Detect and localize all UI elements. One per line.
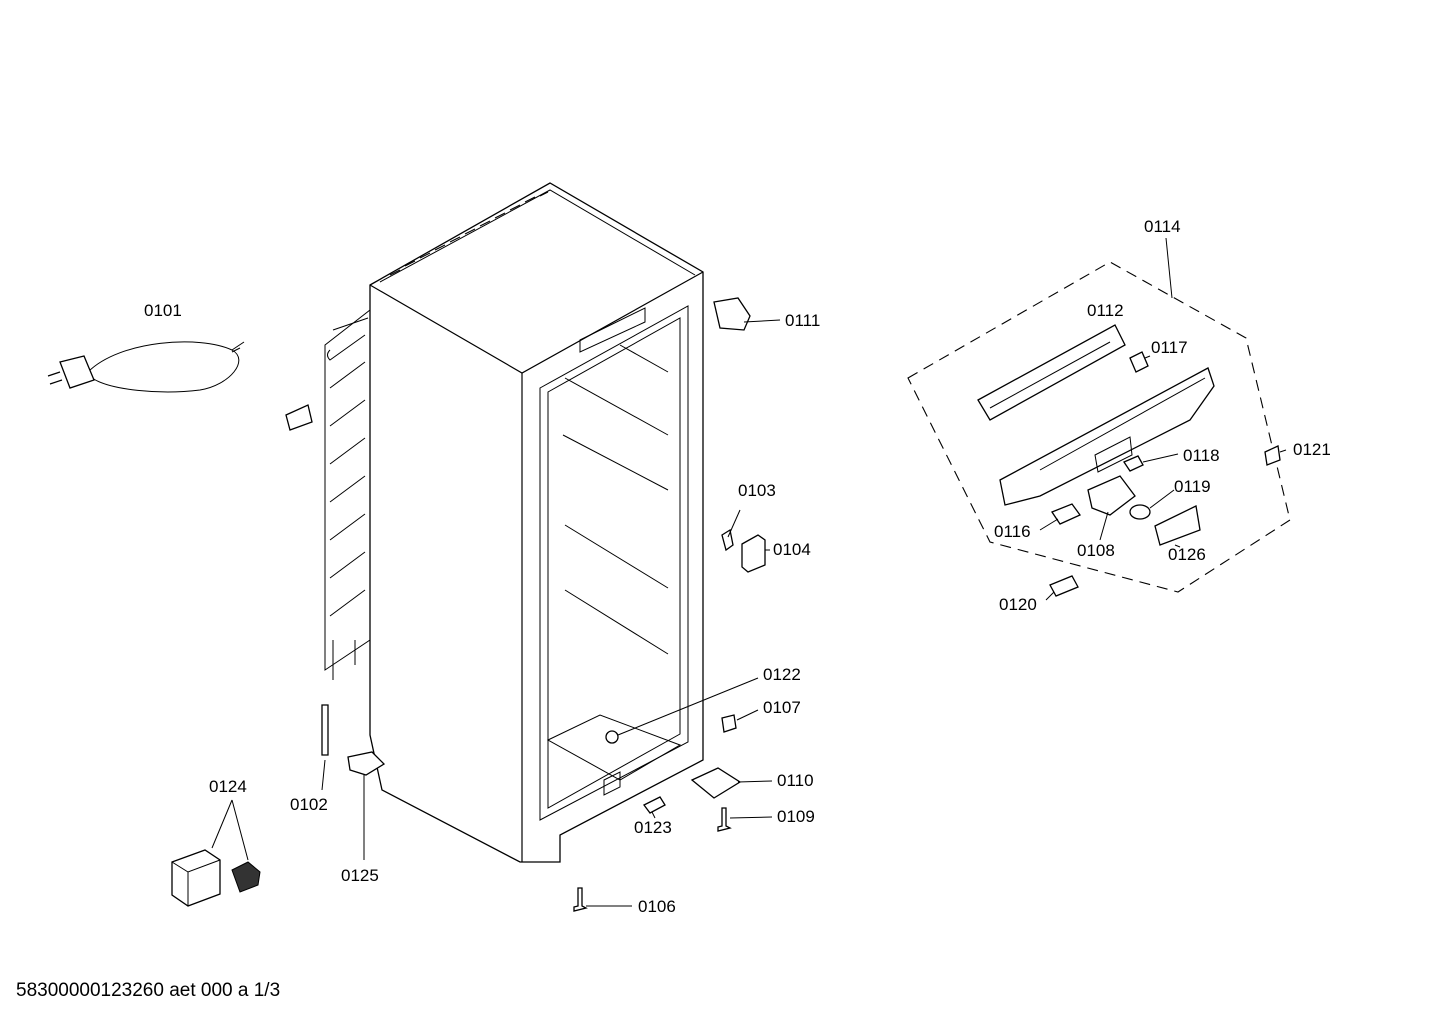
label-0121: 0121 bbox=[1293, 440, 1331, 459]
label-0101: 0101 bbox=[144, 301, 182, 320]
small-cover-part bbox=[643, 796, 666, 814]
label-0109: 0109 bbox=[777, 807, 815, 826]
foot-part bbox=[721, 714, 737, 733]
label-0125: 0125 bbox=[341, 866, 379, 885]
label-0114: 0114 bbox=[1144, 217, 1181, 236]
junction-box-part bbox=[171, 849, 261, 907]
label-0107: 0107 bbox=[763, 698, 801, 717]
label-0116: 0116 bbox=[994, 522, 1031, 541]
cabinet-body-part bbox=[369, 182, 704, 863]
condenser-coil-part bbox=[324, 308, 371, 680]
bottom-hinge-part bbox=[690, 767, 742, 799]
document-footer-id: 58300000123260 aet 000 a 1/3 bbox=[16, 980, 281, 1001]
label-0103: 0103 bbox=[738, 481, 776, 500]
label-0124: 0124 bbox=[209, 777, 247, 796]
label-0119: 0119 bbox=[1174, 477, 1211, 496]
cable-clip-part bbox=[285, 404, 313, 431]
label-0117: 0117 bbox=[1151, 338, 1188, 357]
control-panel-assembly bbox=[907, 261, 1291, 593]
label-0123: 0123 bbox=[634, 818, 672, 837]
label-0110: 0110 bbox=[777, 771, 814, 790]
label-0126: 0126 bbox=[1168, 545, 1206, 564]
leveling-screw-part bbox=[573, 887, 588, 912]
power-cord-part bbox=[47, 341, 245, 393]
sensor-tube-part bbox=[321, 704, 329, 756]
small-clip-part bbox=[1264, 445, 1281, 466]
top-hinge-part bbox=[713, 297, 751, 331]
light-cover-part bbox=[1049, 575, 1079, 597]
label-0104: 0104 bbox=[773, 540, 811, 559]
screw-part bbox=[717, 807, 732, 832]
label-0102: 0102 bbox=[290, 795, 328, 814]
cover-cap-part bbox=[741, 534, 766, 573]
label-0111: 0111 bbox=[785, 311, 820, 330]
label-0106: 0106 bbox=[638, 897, 676, 916]
label-0108: 0108 bbox=[1077, 541, 1115, 560]
leader-lines bbox=[211, 237, 1287, 907]
clamp-part bbox=[347, 751, 386, 776]
label-0120: 0120 bbox=[999, 595, 1037, 614]
label-0122: 0122 bbox=[763, 665, 801, 684]
label-0118: 0118 bbox=[1183, 446, 1220, 465]
clip-part bbox=[721, 528, 734, 552]
label-0112: 0112 bbox=[1087, 301, 1124, 320]
